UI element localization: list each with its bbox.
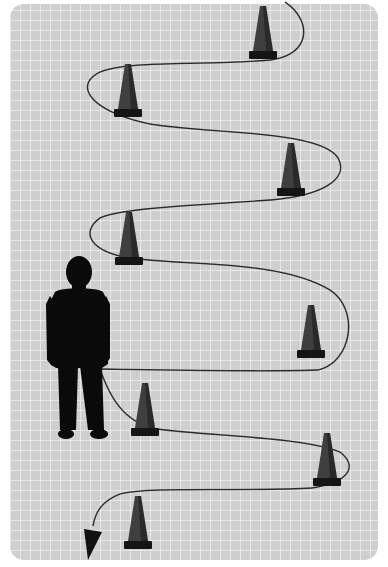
cone-drill-diagram [0, 0, 388, 567]
diagram-canvas [0, 0, 388, 567]
